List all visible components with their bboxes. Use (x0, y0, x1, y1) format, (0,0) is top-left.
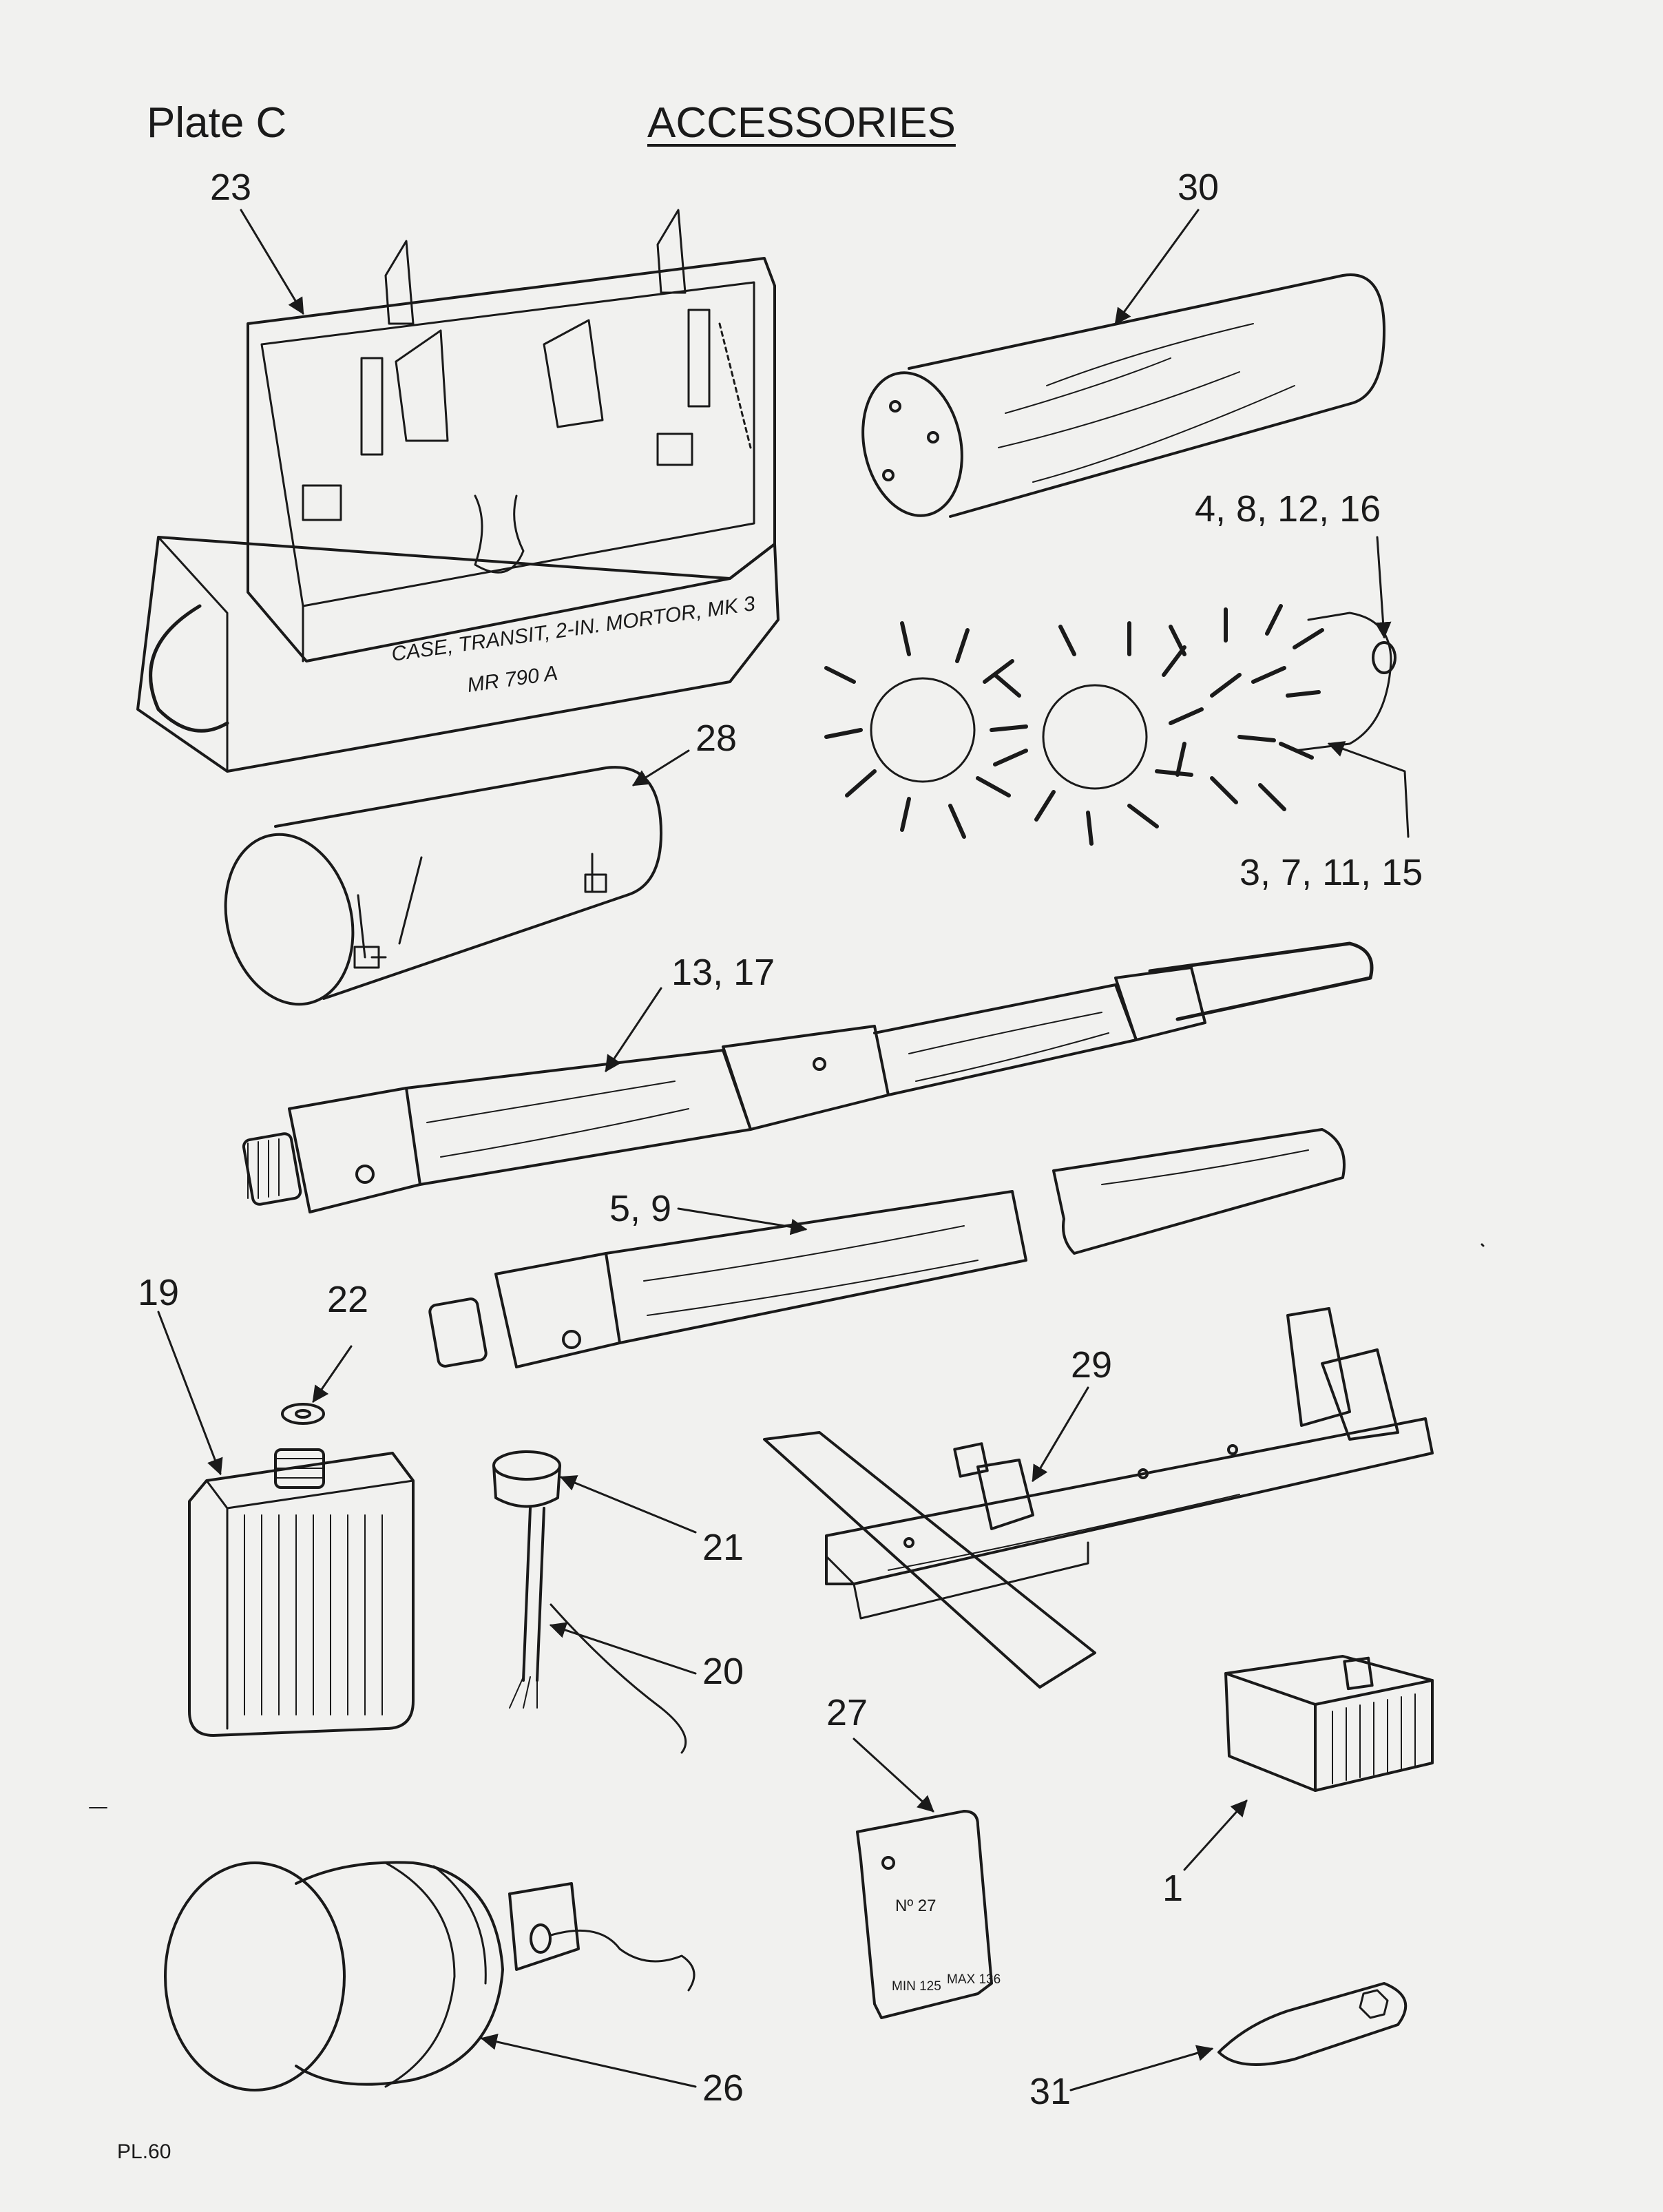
callout-26: 26 (702, 2067, 744, 2109)
case-stencil-line1: CASE, TRANSIT, 2-IN. MORTOR, MK 3 (390, 592, 757, 666)
bore-brush (824, 604, 1397, 846)
callout-29: 29 (1071, 1344, 1113, 1386)
callout-13-17: 13, 17 (671, 952, 775, 993)
callout-20: 20 (702, 1651, 744, 1692)
callout-22: 22 (327, 1279, 369, 1320)
tin-box (1224, 1655, 1434, 1792)
wooden-cylinder (861, 273, 1385, 518)
short-staff (428, 1128, 1346, 1368)
leader-lines (89, 209, 1485, 2091)
callout-23: 23 (210, 167, 252, 208)
callout-27: 27 (826, 1692, 868, 1733)
callout-21: 21 (702, 1527, 744, 1568)
canvas-cover (224, 766, 662, 1006)
page-title: ACCESSORIES (647, 99, 956, 147)
gauge-max: MAX 136 (947, 1972, 1001, 1987)
callout-31: 31 (1029, 2071, 1071, 2112)
oil-bottle (188, 1403, 415, 1737)
callout-3-7-11-15: 3, 7, 11, 15 (1240, 852, 1423, 893)
plate-label: Plate C (147, 99, 287, 147)
gauge-number: Nº 27 (895, 1897, 936, 1915)
gauge-min: MIN 125 (892, 1979, 941, 1994)
oil-brush (492, 1450, 561, 1709)
mortar-stand (763, 1307, 1434, 1689)
callout-28: 28 (695, 718, 738, 759)
transit-case: CASE, TRANSIT, 2-IN. MORTOR, MK 3 MR 790… (136, 209, 780, 773)
callout-4-8-12-16: 4, 8, 12, 16 (1195, 488, 1381, 530)
handle-staff (242, 941, 1374, 1213)
footer-ref: PL.60 (117, 2140, 171, 2163)
gauge-plate: Nº 27 MIN 125 MAX 136 (856, 1810, 1001, 2019)
case-stencil-line2: MR 790 A (466, 662, 559, 697)
muzzle-cover (164, 1603, 695, 2091)
callout-1: 1 (1162, 1868, 1184, 1909)
spanner (1217, 1982, 1408, 2066)
callout-19: 19 (138, 1272, 180, 1313)
callout-5-9: 5, 9 (609, 1188, 672, 1229)
callout-30: 30 (1178, 167, 1220, 208)
